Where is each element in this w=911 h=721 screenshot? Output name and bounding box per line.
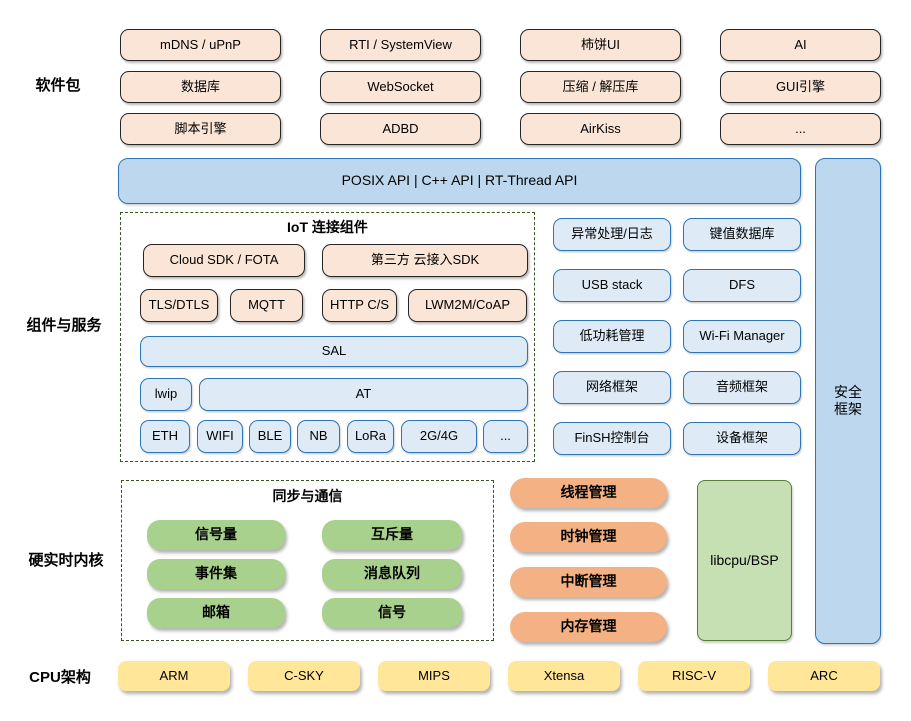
service-box: 低功耗管理 [553,320,671,353]
api-banner: POSIX API | C++ API | RT-Thread API [118,158,801,204]
service-box: 音频框架 [683,371,801,404]
protocol-box: MQTT [230,289,303,322]
service-box: 网络框架 [553,371,671,404]
sync-item-box: 信号 [322,598,462,628]
sync-group-title: 同步与通信 [272,488,343,505]
package-box: AI [720,29,881,61]
package-box: ... [720,113,881,145]
iot-components-group [120,212,535,462]
service-box: 设备框架 [683,422,801,455]
security-framework-bar: 安全 框架 [815,158,881,644]
cpu-arch-box: C-SKY [248,661,360,691]
package-box: RTI / SystemView [320,29,481,61]
package-box: WebSocket [320,71,481,103]
third-party-cloud-sdk-box: 第三方 云接入SDK [322,244,528,277]
package-box: ADBD [320,113,481,145]
sync-communication-group [121,480,494,641]
section-label-components: 组件与服务 [26,316,102,334]
package-box: 数据库 [120,71,281,103]
section-label-cpu-arch: CPU架构 [29,668,91,686]
cpu-arch-box: MIPS [378,661,490,691]
kernel-mgmt-box: 内存管理 [510,612,667,642]
link-layer-box: LoRa [347,420,394,453]
package-box: GUI引擎 [720,71,881,103]
link-layer-box: ... [483,420,528,453]
cpu-arch-box: ARC [768,661,880,691]
libcpu-bsp-box: libcpu/BSP [697,480,792,641]
protocol-box: LWM2M/CoAP [408,289,527,322]
package-box: 压缩 / 解压库 [520,71,681,103]
service-box: 键值数据库 [683,218,801,251]
sync-item-box: 邮箱 [147,598,285,628]
iot-group-title: IoT 连接组件 [287,219,368,236]
sync-item-box: 事件集 [147,559,285,589]
link-layer-box: 2G/4G [401,420,477,453]
service-box: DFS [683,269,801,302]
service-box: Wi-Fi Manager [683,320,801,353]
kernel-mgmt-box: 时钟管理 [510,522,667,552]
cpu-arch-box: Xtensa [508,661,620,691]
protocol-box: TLS/DTLS [140,289,218,322]
kernel-mgmt-box: 线程管理 [510,478,667,508]
sync-item-box: 消息队列 [322,559,462,589]
section-label-kernel: 硬实时内核 [28,551,104,569]
link-layer-box: NB [297,420,340,453]
service-box: 异常处理/日志 [553,218,671,251]
package-box: mDNS / uPnP [120,29,281,61]
link-layer-box: ETH [140,420,190,453]
package-box: 脚本引擎 [120,113,281,145]
service-box: FinSH控制台 [553,422,671,455]
sync-item-box: 信号量 [147,520,285,550]
lwip-box: lwip [140,378,192,411]
link-layer-box: WIFI [197,420,243,453]
section-label-packages: 软件包 [35,76,81,94]
cpu-arch-box: ARM [118,661,230,691]
cloud-sdk-fota-box: Cloud SDK / FOTA [143,244,305,277]
at-box: AT [199,378,528,411]
kernel-mgmt-box: 中断管理 [510,567,667,597]
protocol-box: HTTP C/S [322,289,397,322]
package-box: 柿饼UI [520,29,681,61]
package-box: AirKiss [520,113,681,145]
service-box: USB stack [553,269,671,302]
sal-box: SAL [140,336,528,367]
link-layer-box: BLE [249,420,291,453]
cpu-arch-box: RISC-V [638,661,750,691]
sync-item-box: 互斥量 [322,520,462,550]
